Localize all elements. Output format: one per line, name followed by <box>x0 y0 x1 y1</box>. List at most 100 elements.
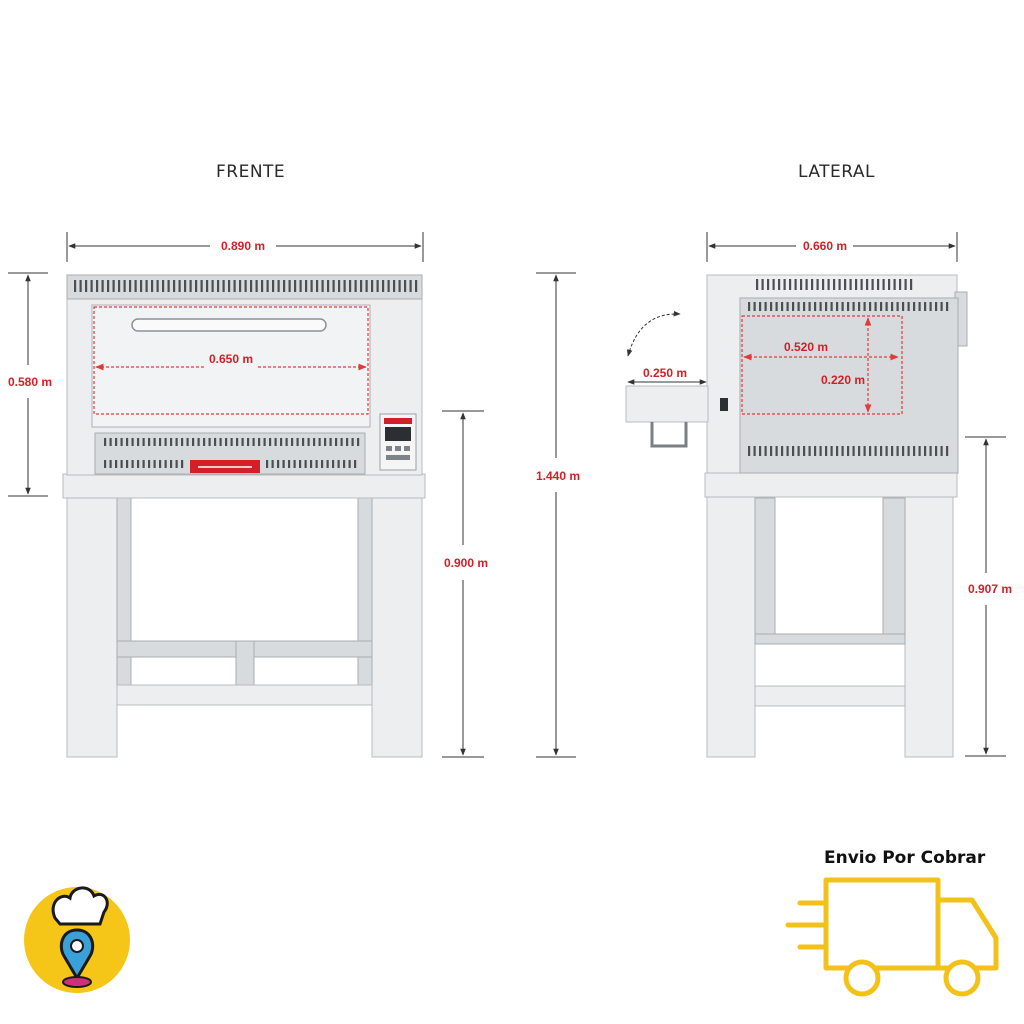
vent-slot <box>764 446 767 456</box>
side-door-handle[interactable] <box>650 422 688 448</box>
vent-slot <box>354 460 357 468</box>
vent-slot <box>896 302 899 311</box>
vent-slot <box>285 438 288 446</box>
vent-slot <box>217 280 220 292</box>
vent-slot <box>126 438 129 446</box>
vent-slot <box>871 279 874 290</box>
vent-slot <box>225 438 228 446</box>
shipping-label: Envio Por Cobrar <box>824 848 986 868</box>
vent-slot <box>783 279 786 290</box>
side-open-door[interactable] <box>625 385 709 423</box>
vent-slot <box>313 438 316 446</box>
side-switch[interactable] <box>720 398 728 411</box>
side-depth-label: 0.660 m <box>803 239 847 253</box>
control-button[interactable] <box>404 446 410 451</box>
vent-slot <box>789 279 792 290</box>
front-door-handle[interactable] <box>131 318 327 332</box>
vent-slot <box>181 460 184 468</box>
vent-slot <box>167 280 170 292</box>
vent-slot <box>321 280 324 292</box>
vent-slot <box>266 460 269 468</box>
vent-slot <box>164 438 167 446</box>
chef-hat <box>51 886 109 926</box>
vent-slot <box>882 279 885 290</box>
vent-slot <box>305 280 308 292</box>
vent-slot <box>263 438 266 446</box>
vent-slot <box>90 280 93 292</box>
vent-slot <box>118 280 121 292</box>
vent-slot <box>283 280 286 292</box>
vent-slot <box>803 302 806 311</box>
vent-slot <box>153 460 156 468</box>
vent-slot <box>786 446 789 456</box>
vent-slot <box>393 280 396 292</box>
vent-slot <box>885 302 888 311</box>
vent-slot <box>186 438 189 446</box>
vent-slot <box>907 446 910 456</box>
control-button[interactable] <box>395 446 401 451</box>
front-view-title: FRENTE <box>216 162 286 182</box>
front-oven-drawing <box>62 274 426 758</box>
vent-slot <box>924 302 927 311</box>
side-view-title: LATERAL <box>798 162 876 182</box>
vent-slot <box>318 438 321 446</box>
vent-slot <box>282 460 285 468</box>
location-pin-dot <box>70 939 84 953</box>
vent-slot <box>841 302 844 311</box>
vent-slot <box>844 279 847 290</box>
vent-slot <box>104 438 107 446</box>
vent-slot <box>351 438 354 446</box>
vent-slot <box>164 460 167 468</box>
vent-slot <box>170 460 173 468</box>
vent-slot <box>371 280 374 292</box>
vent-slot <box>120 460 123 468</box>
vent-slot <box>324 438 327 446</box>
vent-slot <box>792 446 795 456</box>
side-top-vents <box>748 279 949 311</box>
control-button[interactable] <box>386 455 410 460</box>
vent-slot <box>302 438 305 446</box>
vent-slot <box>816 279 819 290</box>
vent-slot <box>137 460 140 468</box>
vent-slot <box>904 279 907 290</box>
vent-slot <box>145 280 148 292</box>
vent-slot <box>131 438 134 446</box>
vent-slot <box>115 438 118 446</box>
vent-slot <box>902 446 905 456</box>
vent-slot <box>211 280 214 292</box>
front-chamber-width-label: 0.650 m <box>209 352 253 366</box>
vent-slot <box>228 280 231 292</box>
side-chamber-outline <box>741 315 903 415</box>
vent-slot <box>131 460 134 468</box>
vent-slot <box>880 302 883 311</box>
vent-slot <box>332 460 335 468</box>
vent-slot <box>280 438 283 446</box>
vent-slot <box>929 446 932 456</box>
vent-slot <box>175 460 178 468</box>
vent-slot <box>759 446 762 456</box>
vent-slot <box>296 438 299 446</box>
vent-slot <box>156 280 159 292</box>
vent-slot <box>808 302 811 311</box>
vent-slot <box>148 460 151 468</box>
vent-slot <box>120 438 123 446</box>
side-lower-crossbar <box>754 633 906 645</box>
control-button[interactable] <box>386 446 392 451</box>
vent-slot <box>140 280 143 292</box>
vent-slot <box>266 280 269 292</box>
vent-slot <box>376 280 379 292</box>
vent-slot <box>891 446 894 456</box>
truck-cargo <box>823 877 941 971</box>
vent-slot <box>877 279 880 290</box>
vent-slot <box>340 438 343 446</box>
vent-slot <box>178 280 181 292</box>
vent-slot <box>181 438 184 446</box>
vent-slot <box>104 460 107 468</box>
vent-slot <box>261 280 264 292</box>
vent-slot <box>852 446 855 456</box>
vent-slot <box>814 446 817 456</box>
vent-slot <box>825 446 828 456</box>
vent-slot <box>803 446 806 456</box>
vent-slot <box>398 280 401 292</box>
